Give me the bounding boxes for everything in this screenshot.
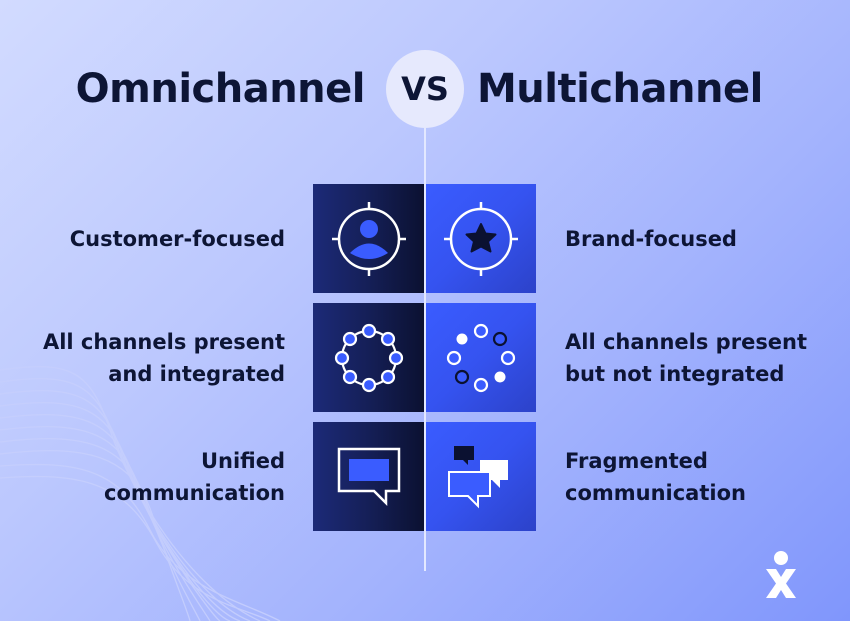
center-divider-line (424, 128, 426, 571)
omnichannel-title: Omnichannel (75, 66, 366, 112)
omnichannel-tile-row-3 (313, 422, 424, 531)
scattered-nodes-icon (446, 323, 515, 392)
single-chat-bubble-icon (337, 447, 400, 506)
multichannel-title: Multichannel (477, 66, 763, 112)
label-line: Unified (200, 448, 285, 473)
label-line: All channels present (42, 329, 285, 354)
omnichannel-label-row-3: Unified communication (104, 422, 285, 531)
label-line: communication (104, 480, 285, 505)
label-line: Customer-focused (69, 226, 285, 251)
vs-badge: VS (386, 50, 464, 128)
multichannel-label-row-2: All channels present but not integrated (565, 303, 807, 412)
target-person-icon (331, 201, 406, 276)
omnichannel-label-row-2: All channels present and integrated (43, 303, 285, 412)
vs-label: VS (401, 70, 449, 108)
multichannel-tile-row-2 (425, 303, 536, 412)
multichannel-tile-row-3 (425, 422, 536, 531)
decorative-wave-lines (0, 365, 281, 621)
connected-circle-nodes-icon (334, 323, 403, 392)
label-line: Brand-focused (565, 226, 737, 251)
label-line: Fragmented (565, 448, 708, 473)
multichannel-label-row-3: Fragmented communication (565, 422, 746, 531)
omnichannel-label-row-1: Customer-focused (70, 184, 285, 293)
multichannel-tile-row-1 (425, 184, 536, 293)
label-line: communication (565, 480, 746, 505)
multiple-chat-bubbles-icon (447, 445, 508, 508)
person-x-logo-icon (766, 551, 796, 598)
target-star-icon (443, 201, 518, 276)
omnichannel-tile-row-1 (313, 184, 424, 293)
multichannel-label-row-1: Brand-focused (565, 184, 737, 293)
label-line: but not integrated (565, 361, 785, 386)
omnichannel-tile-row-2 (313, 303, 424, 412)
label-line: All channels present (565, 329, 808, 354)
label-line: and integrated (108, 361, 285, 386)
